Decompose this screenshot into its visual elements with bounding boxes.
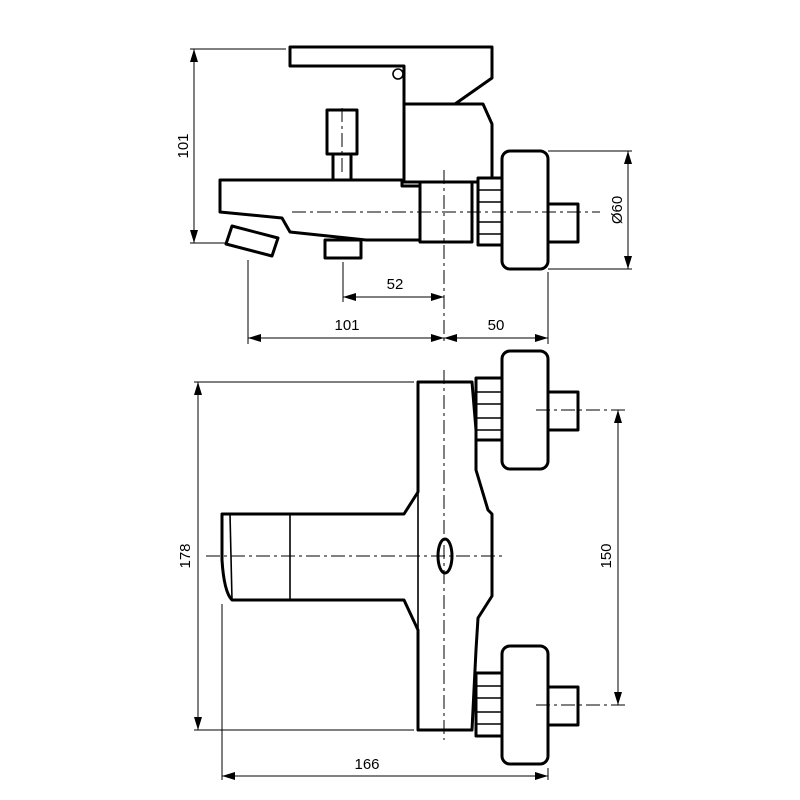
dim-handle-to-spout: 52 [387, 276, 404, 293]
top-view [194, 349, 626, 780]
dim-top-depth: 178 [177, 543, 194, 568]
upper-inlet-pipe [546, 390, 580, 432]
dim-escutcheon-diameter: Ø60 [609, 196, 626, 224]
lower-connector-nut [474, 671, 504, 738]
lever-pivot [392, 68, 404, 80]
inlet-pipe [546, 202, 580, 244]
wall-escutcheon [500, 149, 550, 271]
dim-overall-width: 166 [354, 756, 379, 773]
dim-escutcheon-offset: 50 [488, 317, 505, 334]
cartridge-housing [402, 102, 494, 184]
dim-spout-reach: 101 [334, 317, 359, 334]
spout-body [218, 178, 422, 242]
dim-side-height: 101 [175, 133, 192, 158]
aerator [224, 224, 280, 258]
side-view [190, 45, 632, 344]
lower-inlet-pipe [546, 685, 580, 727]
dim-inlet-spacing: 150 [598, 543, 615, 568]
bottom-outlet [323, 238, 363, 260]
lever-handle [288, 45, 494, 106]
